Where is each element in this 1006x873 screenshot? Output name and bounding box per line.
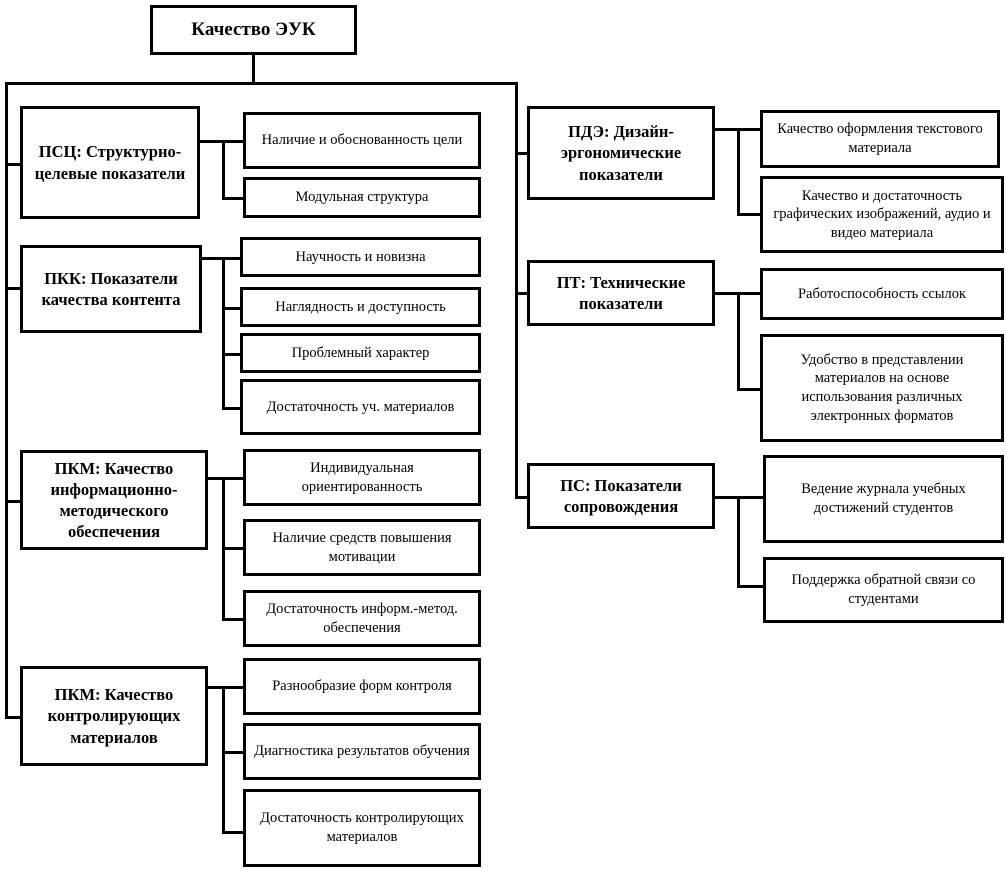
leaf-label-pde-1: Качество и достаточность графических изо…	[773, 187, 991, 241]
category-label-ps: ПС: Показатели сопровождения	[560, 475, 682, 516]
connector-stub-pc	[5, 163, 23, 166]
connector-pkk-spine	[222, 257, 225, 407]
category-node-pkm2[interactable]: ПКМ: Качество контролирующих материалов	[20, 666, 208, 766]
connector-pkm2-spine	[222, 686, 225, 831]
connector-root-stem	[252, 54, 255, 84]
leaf-label-pkm2-0: Разнообразие форм контроля	[272, 678, 452, 695]
leaf-label-pkk-2: Проблемный характер	[291, 344, 430, 361]
connector-ps-out	[715, 496, 740, 499]
connector-stub-pde	[515, 152, 529, 155]
connector-pt-child-0	[737, 292, 763, 295]
category-label-pkk: ПКК: Показатели качества контента	[41, 268, 181, 309]
connector-pkm1-child-2	[222, 618, 246, 621]
leaf-node-pkk-2[interactable]: Проблемный характер	[240, 333, 481, 373]
connector-pde-out	[712, 128, 740, 131]
leaf-label-pde-0: Качество оформления текстового материала	[777, 121, 983, 156]
category-node-pc[interactable]: ПСЦ: Структурно-целевые показатели	[20, 106, 200, 219]
leaf-node-pkk-0[interactable]: Научность и новизна	[240, 237, 481, 277]
connector-stub-pkk	[5, 287, 23, 290]
connector-ps-spine	[737, 496, 740, 585]
category-node-pkm1[interactable]: ПКМ: Качество информационно-методическог…	[20, 450, 208, 550]
connector-stub-ps	[515, 496, 529, 499]
category-node-pde[interactable]: ПДЭ: Дизайн-эргономические показатели	[527, 106, 715, 200]
connector-ps-child-0	[737, 496, 763, 499]
category-label-pkm1: ПКМ: Качество информационно-методическог…	[50, 458, 178, 542]
connector-main-bus	[5, 82, 518, 85]
connector-right-spine	[515, 82, 518, 497]
leaf-label-pkm1-2: Достаточность информ.-метод. обеспечения	[266, 600, 458, 636]
connector-pde-child-0	[737, 128, 763, 131]
root-node-label: Качество ЭУК	[191, 18, 316, 40]
connector-pkm2-child-2	[222, 831, 246, 834]
category-label-pt: ПТ: Технические показатели	[556, 272, 686, 313]
connector-pt-spine	[737, 292, 740, 388]
leaf-node-pkm2-1[interactable]: Диагностика результатов обучения	[243, 723, 481, 780]
connector-pkm2-child-0	[222, 686, 246, 689]
connector-stub-pt	[515, 292, 529, 295]
connector-pc-spine	[222, 140, 225, 197]
connector-left-spine	[5, 82, 8, 717]
leaf-node-pkm1-0[interactable]: Индивидуальная ориентированность	[243, 449, 481, 506]
leaf-label-pkm1-0: Индивидуальная ориентированность	[301, 459, 423, 495]
leaf-node-ps-1[interactable]: Поддержка обратной связи со студентами	[763, 557, 1004, 623]
category-node-ps[interactable]: ПС: Показатели сопровождения	[527, 463, 715, 529]
leaf-label-pkk-1: Наглядность и доступность	[275, 298, 446, 315]
connector-pc-child-1	[222, 197, 246, 200]
leaf-node-pde-1[interactable]: Качество и достаточность графических изо…	[760, 176, 1004, 253]
connector-pkm2-child-1	[222, 751, 246, 754]
category-label-pc: ПСЦ: Структурно-целевые показатели	[34, 142, 186, 183]
connector-pkk-out	[200, 257, 225, 260]
leaf-node-pkm2-2[interactable]: Достаточность контролирующих материалов	[243, 789, 481, 867]
leaf-label-pkm1-1: Наличие средств повышения мотивации	[272, 529, 452, 565]
leaf-label-pkk-3: Достаточность уч. материалов	[266, 398, 455, 415]
leaf-label-ps-0: Ведение журнала учебных достижений студе…	[801, 481, 966, 516]
connector-pde-spine	[737, 128, 740, 213]
leaf-label-pkm2-1: Диагностика результатов обучения	[254, 743, 470, 760]
connector-pkm1-out	[206, 477, 225, 480]
leaf-node-pt-0[interactable]: Работоспособность ссылок	[760, 268, 1004, 320]
category-label-pde: ПДЭ: Дизайн-эргономические показатели	[560, 122, 682, 184]
leaf-node-pde-0[interactable]: Качество оформления текстового материала	[760, 110, 1000, 168]
connector-pkk-child-2	[222, 353, 246, 356]
leaf-label-pc-0: Наличие и обоснованность цели	[261, 132, 463, 149]
leaf-label-pkk-0: Научность и новизна	[295, 248, 426, 265]
connector-pc-child-0	[222, 140, 246, 143]
connector-pkm1-child-1	[222, 547, 246, 550]
leaf-node-pkk-1[interactable]: Наглядность и доступность	[240, 287, 481, 327]
connector-pc-out	[197, 140, 225, 143]
connector-pkm2-out	[206, 686, 225, 689]
leaf-node-pt-1[interactable]: Удобство в представлении материалов на о…	[760, 334, 1004, 442]
connector-pkk-child-0	[222, 257, 246, 260]
leaf-label-ps-1: Поддержка обратной связи со студентами	[791, 572, 976, 607]
connector-stub-pkm1	[5, 500, 23, 503]
connector-pkm1-child-0	[222, 477, 246, 480]
connector-pt-out	[715, 292, 740, 295]
category-node-pkk[interactable]: ПКК: Показатели качества контента	[20, 245, 202, 333]
category-label-pkm2: ПКМ: Качество контролирующих материалов	[47, 685, 181, 747]
connector-pde-child-1	[737, 213, 763, 216]
leaf-node-pkk-3[interactable]: Достаточность уч. материалов	[240, 379, 481, 435]
connector-pkk-child-1	[222, 307, 246, 310]
connector-ps-child-1	[737, 585, 763, 588]
leaf-label-pt-0: Работоспособность ссылок	[797, 285, 967, 302]
connector-pkk-child-3	[222, 407, 246, 410]
leaf-node-ps-0[interactable]: Ведение журнала учебных достижений студе…	[763, 455, 1004, 543]
root-node-quality[interactable]: Качество ЭУК	[150, 5, 357, 55]
leaf-node-pc-1[interactable]: Модульная структура	[243, 177, 481, 218]
connector-stub-pkm2	[5, 716, 23, 719]
leaf-node-pc-0[interactable]: Наличие и обоснованность цели	[243, 112, 481, 169]
leaf-node-pkm1-1[interactable]: Наличие средств повышения мотивации	[243, 519, 481, 576]
leaf-label-pt-1: Удобство в представлении материалов на о…	[800, 351, 964, 424]
leaf-label-pkm2-2: Достаточность контролирующих материалов	[260, 810, 464, 845]
connector-pt-child-1	[737, 388, 763, 391]
leaf-label-pc-1: Модульная структура	[295, 189, 429, 206]
leaf-node-pkm1-2[interactable]: Достаточность информ.-метод. обеспечения	[243, 590, 481, 647]
category-node-pt[interactable]: ПТ: Технические показатели	[527, 260, 715, 326]
leaf-node-pkm2-0[interactable]: Разнообразие форм контроля	[243, 658, 481, 715]
